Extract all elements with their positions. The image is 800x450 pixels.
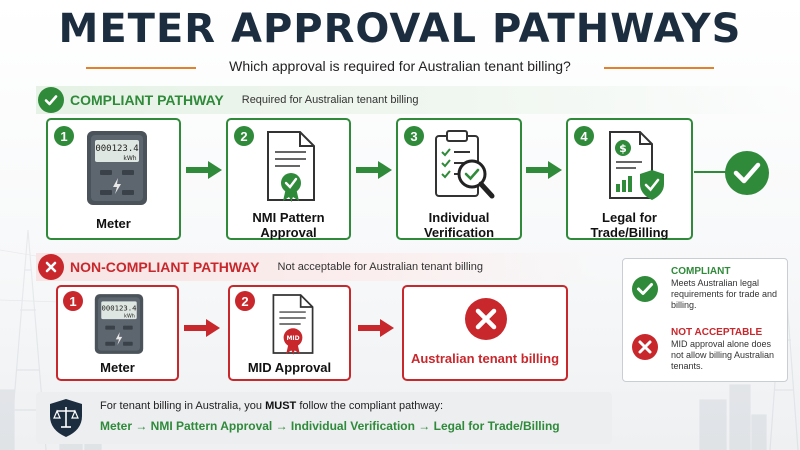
svg-text:$: $ <box>619 142 627 155</box>
scales-shield-icon <box>50 399 82 437</box>
step-number: 3 <box>404 126 424 146</box>
noncompliant-band <box>36 253 596 281</box>
step-label: Meter <box>100 360 135 375</box>
check-icon <box>38 87 64 113</box>
noncompliant-pathway-title: NON-COMPLIANT PATHWAY <box>70 259 260 275</box>
meter-display-reading: 000123.4 <box>102 303 138 312</box>
step-label: Legal for Trade/Billing <box>590 210 669 240</box>
noncompliant-pathway-description: Not acceptable for Australian tenant bil… <box>277 261 483 273</box>
legend-compliant-title: COMPLIANT <box>671 266 731 277</box>
noncompliant-step-mid-approval: 2 MID MID Approval <box>228 285 351 381</box>
electric-meter-icon: 000123.4 kWh <box>94 294 144 354</box>
step-number: 1 <box>54 126 74 146</box>
invoice-shield-icon: $ <box>609 131 664 200</box>
arrow-right-icon <box>526 161 562 179</box>
mid-certificate-icon: MID <box>272 294 314 355</box>
x-circle-icon <box>632 334 658 360</box>
step-label: Individual Verification <box>423 210 495 240</box>
subtitle-rule-right <box>604 67 714 69</box>
noncompliant-step-meter: 1 000123.4 kWh Meter <box>56 285 179 381</box>
footer-instruction: For tenant billing in Australia, you MUS… <box>100 400 443 412</box>
step-number: 4 <box>574 126 594 146</box>
compliant-pathway-header: COMPLIANT PATHWAY Required for Australia… <box>38 87 418 113</box>
step-number: 2 <box>234 126 254 146</box>
step-label: NMI Pattern Approval <box>252 210 325 240</box>
compliant-step-individual-verification: 3 Individual Verification <box>396 118 522 240</box>
arrow-right-icon <box>358 319 394 337</box>
legend-not-acceptable-title: NOT ACCEPTABLE <box>671 327 763 338</box>
certificate-document-icon <box>267 131 315 202</box>
page-subtitle: Which approval is required for Australia… <box>229 58 571 74</box>
result-label: Australian tenant billing <box>410 351 560 366</box>
step-number: 2 <box>235 291 255 311</box>
arrow-right-icon <box>184 319 220 337</box>
compliant-band <box>36 86 796 114</box>
meter-display-reading: 000123.4 <box>95 144 138 154</box>
footer-instruction-start: For tenant billing in Australia, you <box>100 400 263 412</box>
seal-text: MID <box>286 335 299 342</box>
meter-display-unit: kWh <box>123 155 136 162</box>
noncompliant-result-tenant-billing: Australian tenant billing <box>402 285 568 381</box>
arrow-right-icon <box>186 161 222 179</box>
connector-line <box>694 171 730 173</box>
meter-display-unit: kWh <box>124 314 135 320</box>
compliant-pathway-title: COMPLIANT PATHWAY <box>70 92 224 108</box>
page-title: METER APPROVAL PATHWAYS <box>58 6 742 52</box>
legend-not-acceptable-text: MID approval alone does not allow billin… <box>671 339 775 371</box>
compliant-step-legal-for-trade-billing: 4 $ Legal for Trade/Billing <box>566 118 693 240</box>
step-label: Meter <box>96 216 131 231</box>
check-circle-icon <box>632 276 658 302</box>
step-number: 1 <box>63 291 83 311</box>
compliant-step-meter: 1 000123.4 kWh Meter <box>46 118 181 240</box>
clipboard-magnifier-icon <box>435 130 495 199</box>
compliant-pathway-description: Required for Australian tenant billing <box>241 94 419 106</box>
footer-pathway-summary: Meter → NMI Pattern Approval → Individua… <box>100 419 560 433</box>
footer-rule-box: For tenant billing in Australia, you MUS… <box>36 392 612 444</box>
check-circle-icon <box>725 151 769 195</box>
electric-meter-icon: 000123.4 kWh <box>87 131 147 205</box>
step-label: MID Approval <box>247 360 332 375</box>
x-icon <box>38 254 64 280</box>
noncompliant-pathway-header: NON-COMPLIANT PATHWAY Not acceptable for… <box>38 254 483 280</box>
footer-instruction-end: follow the compliant pathway: <box>299 400 444 412</box>
compliant-step-nmi-pattern-approval: 2 NMI Pattern Approval <box>226 118 351 240</box>
subtitle-rule-left <box>86 67 196 69</box>
arrow-right-icon <box>356 161 392 179</box>
legend: COMPLIANT Meets Australian legal require… <box>622 258 788 382</box>
x-circle-icon <box>465 298 507 340</box>
footer-instruction-emphasis: MUST <box>265 400 297 412</box>
legend-compliant-text: Meets Australian legal requirements for … <box>671 278 778 310</box>
